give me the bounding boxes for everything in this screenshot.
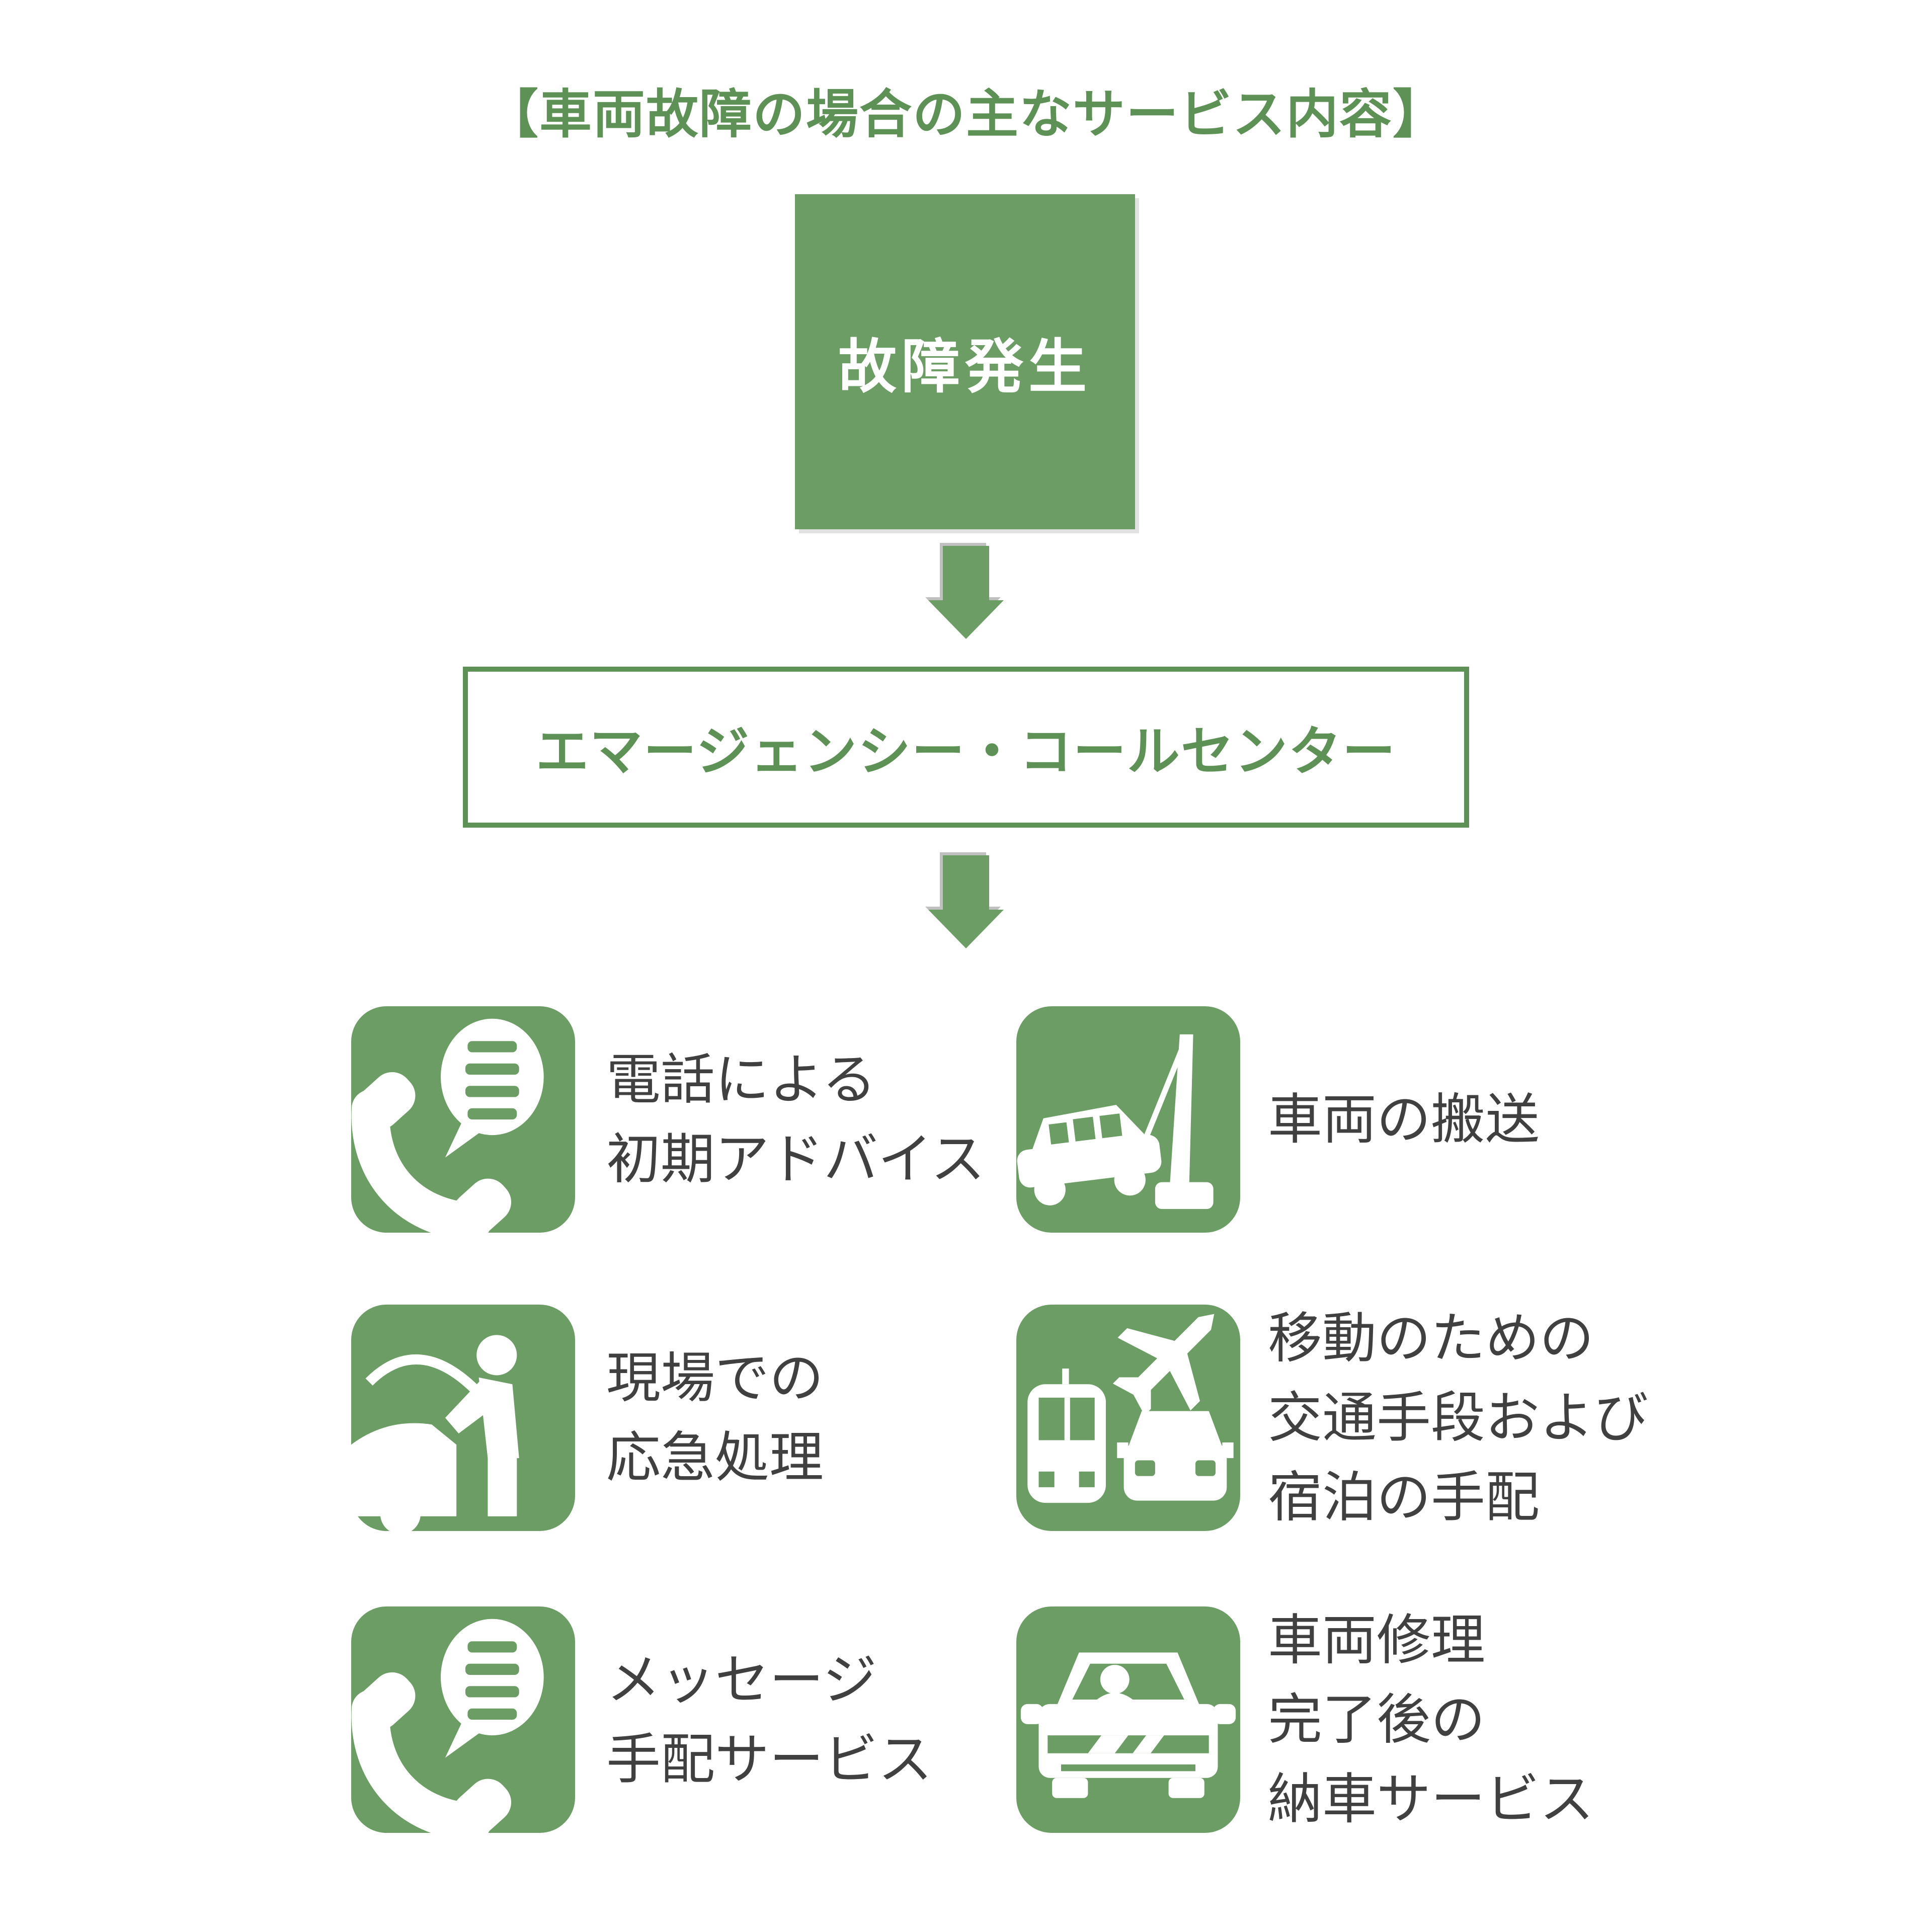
service-label-roadside-repair: 現場での 応急処理	[606, 1338, 824, 1497]
flow-start-label: 故障発生	[838, 334, 1092, 399]
label-line: 交通手段および	[1268, 1387, 1649, 1448]
label-line: 車両の搬送	[1268, 1089, 1540, 1150]
service-tile-transport-lodging	[1016, 1305, 1240, 1531]
service-tile-delivery	[1016, 1606, 1240, 1833]
service-label-phone-advice: 電話による 初期アドバイス	[606, 1040, 985, 1199]
flow-start-box: 故障発生	[795, 194, 1135, 529]
label-line: 宿泊の手配	[1268, 1467, 1540, 1527]
call-center-label: エマージェンシー・コールセンター	[536, 722, 1396, 781]
label-line: 完了後の	[1268, 1689, 1486, 1750]
phone-advice-icon	[351, 1018, 544, 1233]
diagram-title: 【車両故障の場合の主なサービス内容】	[486, 86, 1446, 144]
label-line: 初期アドバイス	[606, 1129, 985, 1189]
service-tile-roadside-repair	[351, 1305, 575, 1531]
label-line: 現場での	[606, 1347, 824, 1408]
down-arrow-icon	[928, 855, 1004, 948]
service-label-message: メッセージ 手配サービス	[606, 1640, 932, 1799]
label-line: 手配サービス	[606, 1729, 933, 1790]
message-phone-icon	[351, 1619, 544, 1833]
call-center-box: エマージェンシー・コールセンター	[463, 667, 1469, 828]
transport-lodging-icon	[1027, 1314, 1234, 1503]
label-line: 電話による	[606, 1049, 876, 1110]
service-tile-message	[351, 1606, 575, 1833]
car-delivery-icon	[1020, 1652, 1236, 1798]
tow-truck-icon	[1017, 1034, 1214, 1209]
label-line: メッセージ	[606, 1649, 877, 1710]
label-line: 納車サービス	[1268, 1768, 1594, 1829]
label-line: 車両修理	[1268, 1609, 1486, 1670]
label-line: 移動のための	[1268, 1308, 1594, 1369]
service-tile-phone-advice	[351, 1006, 575, 1233]
service-tile-towing	[1016, 1006, 1240, 1233]
roadside-repair-icon	[351, 1335, 519, 1531]
service-label-transport-lodging: 移動のための 交通手段および 宿泊の手配	[1268, 1299, 1648, 1537]
label-line: 応急処理	[606, 1427, 824, 1488]
service-label-delivery: 車両修理 完了後の 納車サービス	[1268, 1600, 1594, 1839]
service-label-towing: 車両の搬送	[1268, 1080, 1540, 1159]
down-arrow-icon	[928, 546, 1004, 639]
